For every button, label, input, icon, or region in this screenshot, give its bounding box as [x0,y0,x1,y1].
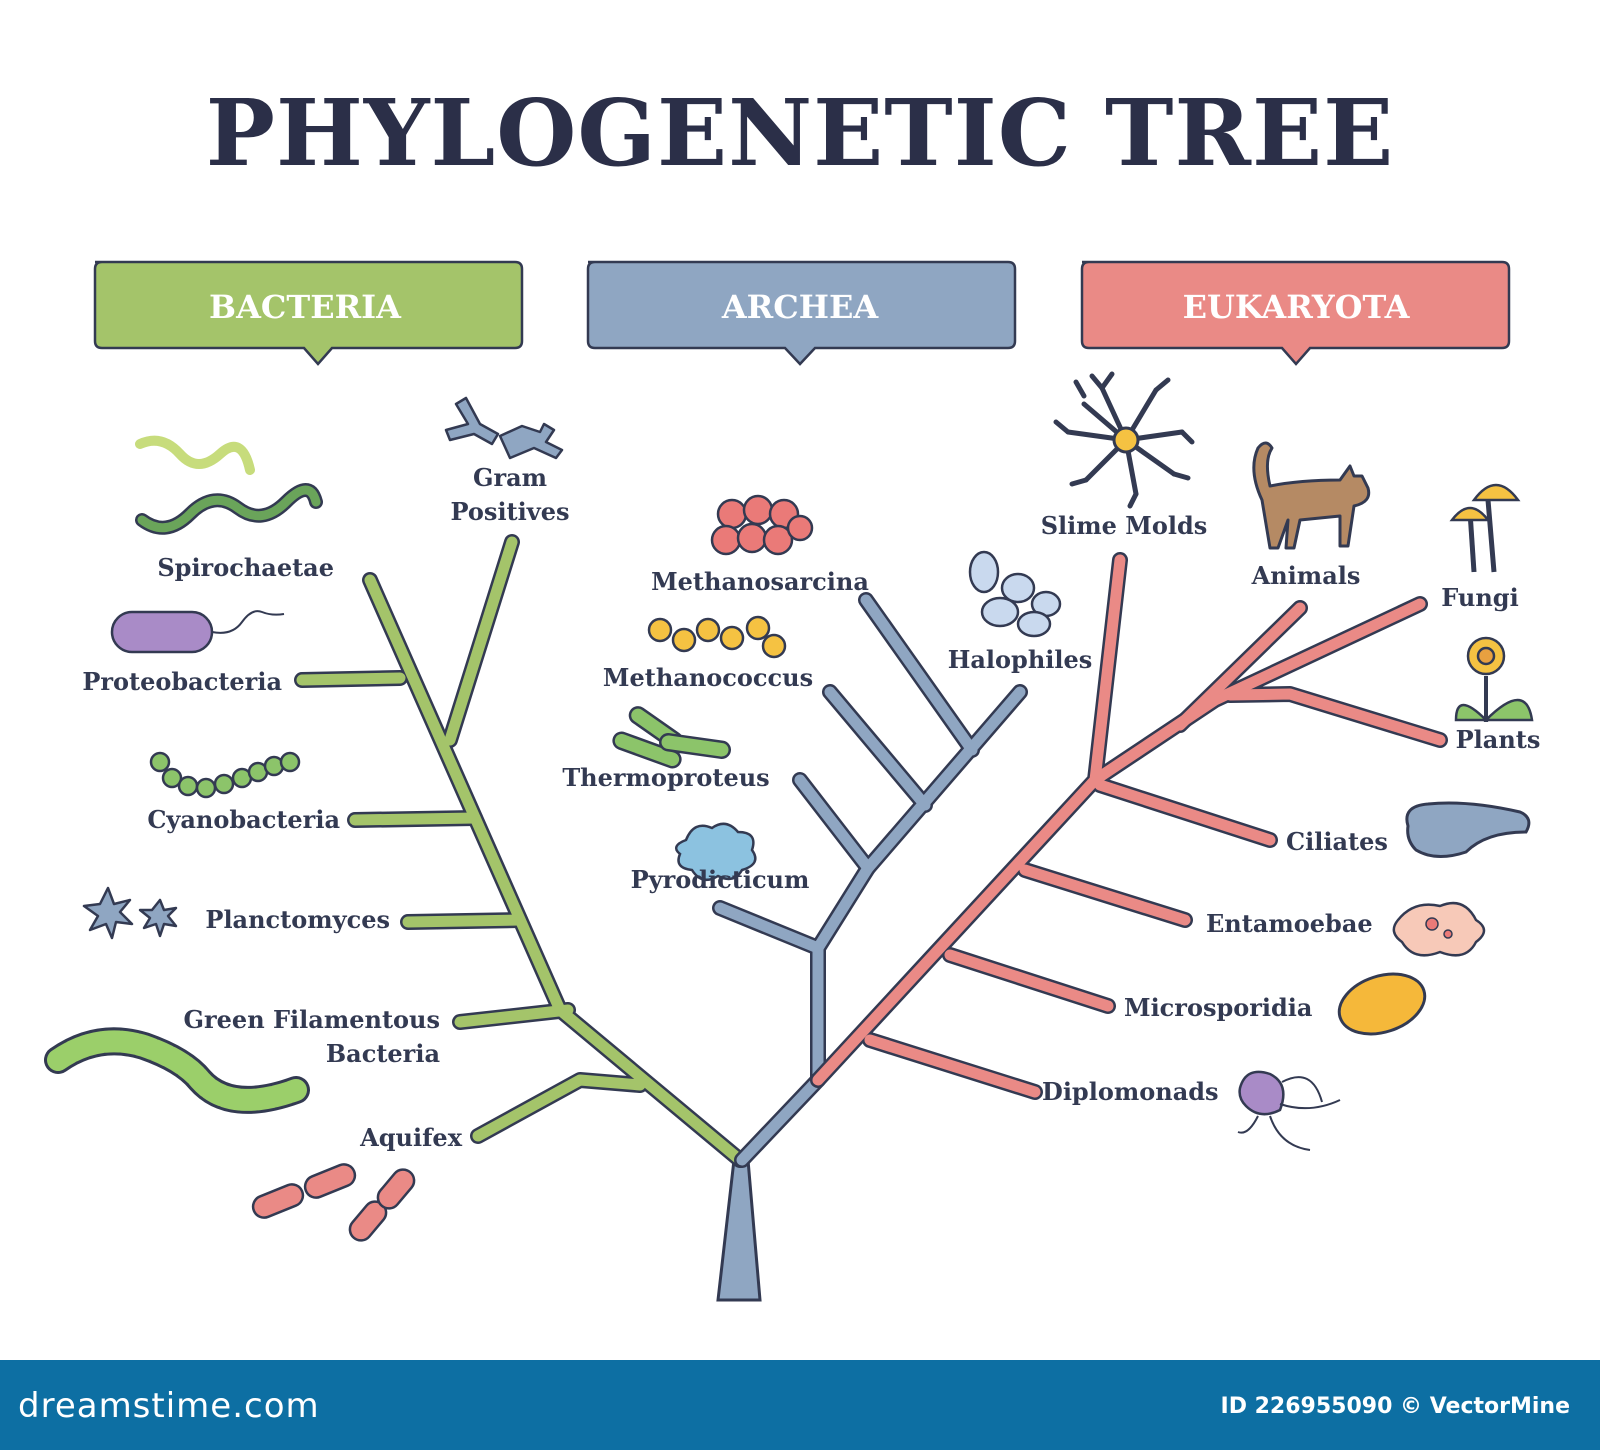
pyrodicticum-icon [674,822,757,882]
bacteria-branches [294,534,748,1168]
label-fungi: Fungi [1441,583,1518,612]
label-pyrodicticum: Pyrodicticum [631,865,810,894]
page-title: PHYLOGENETIC TREE [205,79,1395,187]
microsporidia-icon [1337,972,1427,1036]
label-plants: Plants [1456,725,1541,754]
label-ciliates: Ciliates [1286,827,1388,856]
image-id-credit: ID 226955090 © VectorMine [1220,1394,1570,1419]
label-thermoproteus: Thermoproteus [562,763,769,792]
label-entamoebae: Entamoebae [1206,909,1373,938]
label-cyanobacteria: Cyanobacteria [147,805,340,834]
archea-branches [712,592,1028,1168]
bacteria-header-box: BACTERIA [93,260,524,366]
label-microsporidia: Microsporidia [1124,993,1312,1022]
diplomonads-icon [1237,1070,1341,1151]
animals-icon [1252,441,1371,550]
tree-trunk [716,1158,762,1302]
aquifex-icon [251,1163,416,1242]
spirochaetae-icon [135,435,323,535]
footer-bar: dreamstime.com ID 226955090 © VectorMine [0,1360,1600,1450]
cyanobacteria-icon [149,751,301,799]
proteobacteria-icon [110,610,285,654]
label-green-filamentous-line2: Bacteria [326,1039,440,1068]
archea-label: ARCHEA [721,288,880,326]
ciliates-icon [1405,801,1531,858]
label-green-filamentous-line1: Green Filamentous [184,1005,440,1034]
eukaryota-header-box: EUKARYOTA [1080,260,1511,366]
bacteria-label: BACTERIA [209,288,402,326]
archea-header-box: ARCHEA [586,260,1017,366]
label-methanococcus: Methanococcus [603,663,813,692]
label-aquifex: Aquifex [359,1123,463,1152]
label-gram-positives-line2: Positives [451,497,570,526]
label-slime-molds: Slime Molds [1041,511,1208,540]
plants-icon [1454,636,1534,722]
green-filamentous-bacteria-icon [44,1027,310,1114]
eukaryota-branches [810,552,1448,1100]
methanosarcina-icon [710,494,814,556]
gram-positives-icon [444,396,564,460]
label-methanosarcina: Methanosarcina [651,567,869,596]
label-proteobacteria: Proteobacteria [82,667,282,696]
halophiles-icon [968,550,1062,638]
entamoebae-icon [1392,901,1486,957]
eukaryota-label: EUKARYOTA [1183,288,1411,326]
dreamstime-logo: dreamstime.com [18,1386,320,1426]
thermoproteus-icon [612,706,731,769]
planctomyces-icon [82,886,178,940]
label-planctomyces: Planctomyces [205,905,390,934]
methanococcus-icon [647,615,787,659]
label-diplomonads: Diplomonads [1042,1077,1219,1106]
label-animals: Animals [1251,561,1361,590]
slime-molds-icon [1053,371,1195,509]
phylogenetic-tree-diagram: BACTERIA ARCHEA EUKARYOTA [44,260,1541,1302]
label-gram-positives-line1: Gram [473,463,547,492]
label-halophiles: Halophiles [948,645,1093,674]
fungi-icon [1449,483,1521,573]
label-spirochaetae: Spirochaetae [157,553,334,582]
